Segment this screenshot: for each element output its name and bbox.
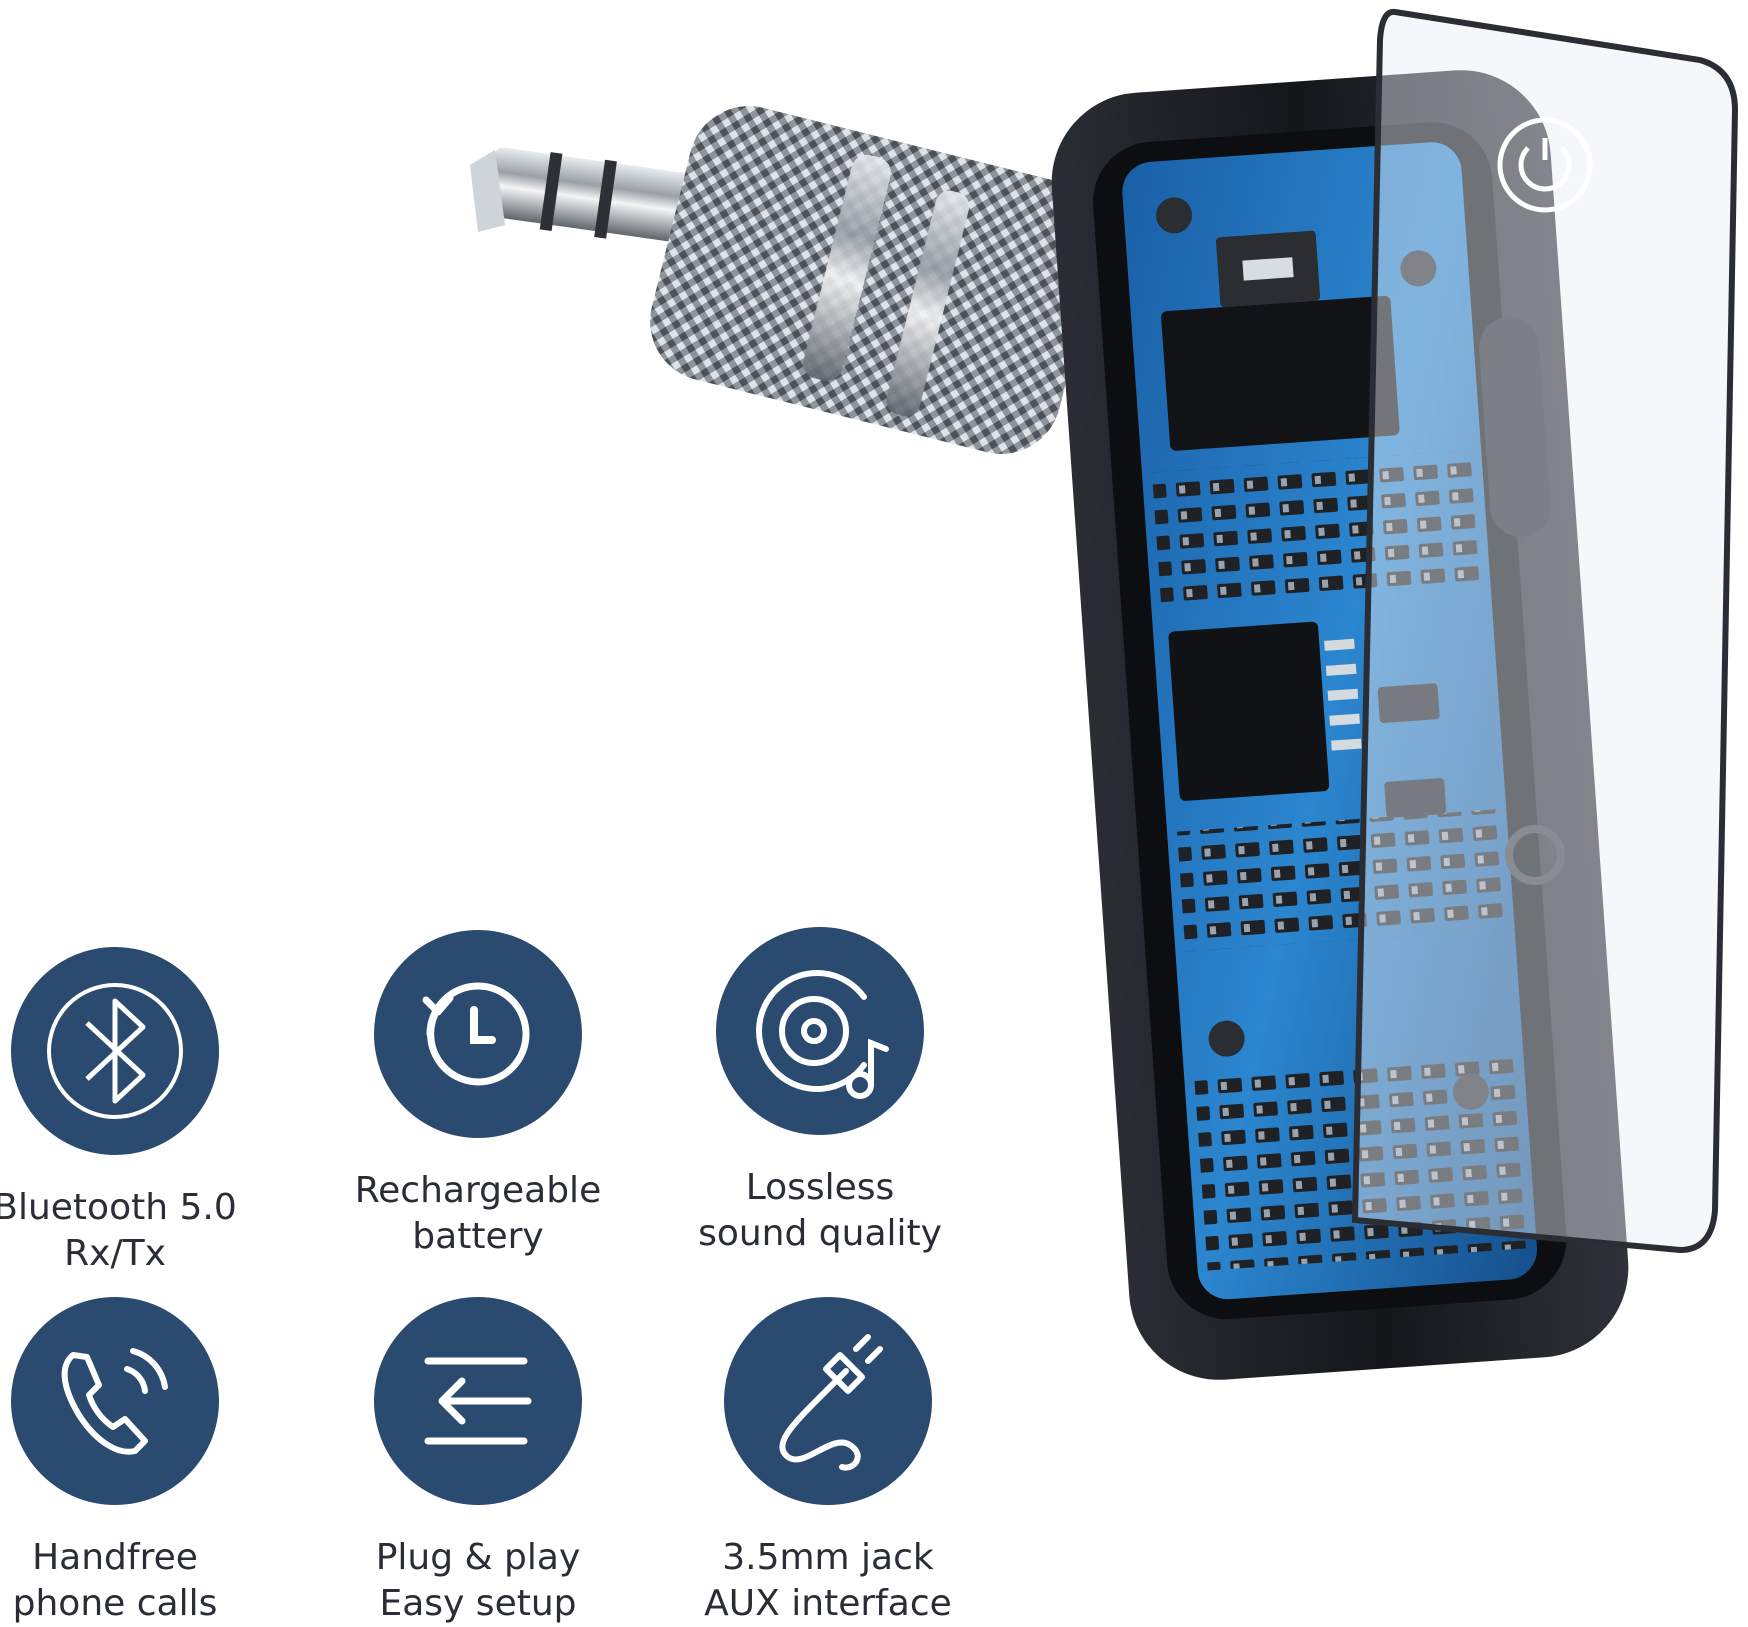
feature-title: 3.5mm jack — [722, 1537, 934, 1578]
aux-cable-icon — [724, 1297, 932, 1505]
feature-title: Lossless — [745, 1167, 895, 1208]
feature-subtitle: Rx/Tx — [64, 1233, 166, 1274]
receiver-body — [1051, 70, 1629, 1380]
feature-sound: Lossless sound quality — [650, 925, 990, 1257]
clock-battery-icon — [374, 930, 582, 1138]
feature-handfree: Handfree phone calls — [0, 1295, 285, 1627]
feature-subtitle: sound quality — [698, 1213, 942, 1254]
feature-battery: Rechargeable battery — [308, 928, 648, 1260]
aux-jack-plug — [470, 106, 1100, 454]
feature-title: Rechargeable — [354, 1170, 602, 1211]
feature-subtitle: battery — [412, 1216, 544, 1257]
feature-subtitle: Easy setup — [379, 1583, 577, 1624]
feature-plug-play: Plug & play Easy setup — [308, 1295, 648, 1627]
feature-aux: 3.5mm jack AUX interface — [658, 1295, 998, 1627]
feature-subtitle: AUX interface — [704, 1583, 952, 1624]
feature-bluetooth: Bluetooth 5.0 Rx/Tx — [0, 945, 285, 1277]
bluetooth-icon — [11, 947, 219, 1155]
music-disc-icon — [716, 927, 924, 1135]
feature-title: Bluetooth 5.0 — [0, 1187, 237, 1228]
swap-arrows-icon — [374, 1297, 582, 1505]
feature-title: Handfree — [32, 1537, 198, 1578]
phone-call-icon — [11, 1297, 219, 1505]
transparent-cover — [1351, 8, 1739, 1254]
feature-title: Plug & play — [375, 1537, 581, 1578]
feature-subtitle: phone calls — [12, 1583, 218, 1624]
circuit-board — [1122, 142, 1538, 1300]
